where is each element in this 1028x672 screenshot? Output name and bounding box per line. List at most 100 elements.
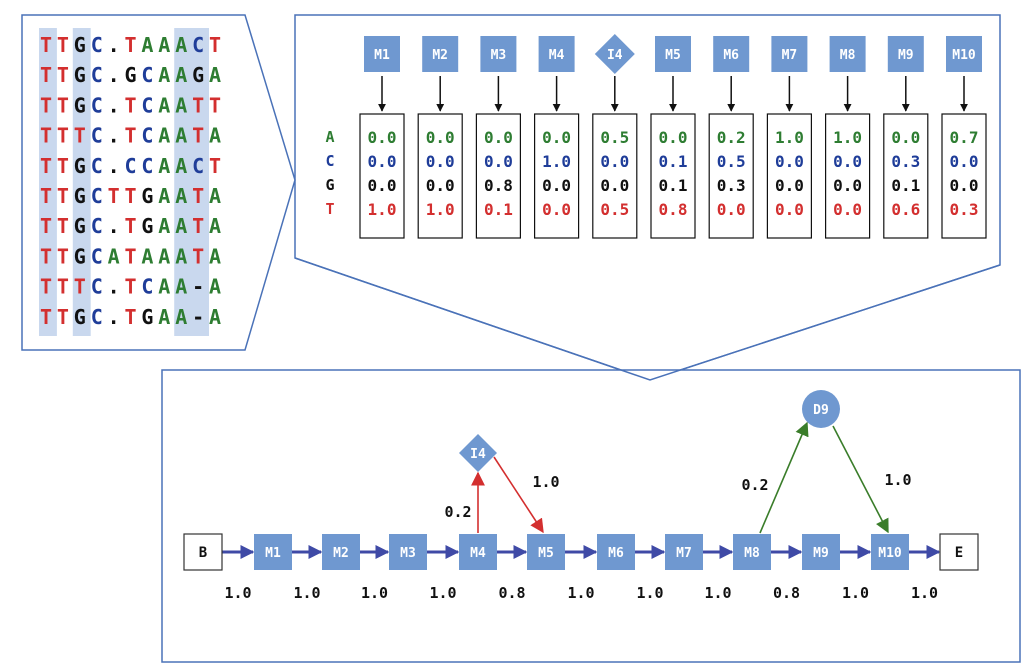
match-state-symbol xyxy=(422,36,459,72)
emission-prob-value: 0.8 xyxy=(659,200,688,219)
match-state-node xyxy=(733,534,771,570)
state-label: M2 xyxy=(432,48,448,63)
state-label: M8 xyxy=(840,48,856,63)
emission-prob-value: 1.0 xyxy=(426,200,455,219)
delete-state-node xyxy=(802,390,840,428)
emission-prob-value: 0.0 xyxy=(368,128,397,147)
insert-out-arrow xyxy=(493,456,544,534)
emission-row-label: T xyxy=(325,200,334,218)
emission-prob-value: 0.0 xyxy=(891,128,920,147)
state-label: E xyxy=(955,545,963,561)
emission-prob-value: 0.0 xyxy=(426,152,455,171)
emission-prob-value: 0.1 xyxy=(891,176,920,195)
emission-prob-box xyxy=(359,113,405,239)
state-label: M1 xyxy=(265,546,281,561)
emission-prob-value: 0.0 xyxy=(542,128,571,147)
emission-prob-value: 0.5 xyxy=(717,152,746,171)
emission-prob-value: 0.0 xyxy=(484,128,513,147)
forward-transition-prob: 1.0 xyxy=(842,584,869,602)
emission-prob-value: 0.0 xyxy=(542,176,571,195)
emission-prob-value: 1.0 xyxy=(542,152,571,171)
state-label: M8 xyxy=(744,546,760,561)
emission-prob-value: 0.3 xyxy=(950,200,979,219)
state-label: I4 xyxy=(470,447,486,462)
emission-row-label: C xyxy=(325,152,334,170)
state-label: M9 xyxy=(813,546,829,561)
state-label: I4 xyxy=(607,48,623,63)
match-state-symbol xyxy=(538,36,575,72)
forward-transition-prob: 1.0 xyxy=(429,584,456,602)
insert-out-prob: 1.0 xyxy=(532,473,559,491)
emission-prob-value: 0.1 xyxy=(659,176,688,195)
emission-prob-value: 0.0 xyxy=(600,176,629,195)
forward-transition-prob: 1.0 xyxy=(293,584,320,602)
forward-transition-prob: 1.0 xyxy=(361,584,388,602)
match-state-node xyxy=(527,534,565,570)
alignment-highlight-column xyxy=(191,28,209,336)
match-state-symbol xyxy=(655,36,691,72)
match-state-node xyxy=(597,534,635,570)
state-label: M7 xyxy=(782,48,798,63)
emission-prob-value: 0.0 xyxy=(368,152,397,171)
match-state-symbol xyxy=(887,36,924,72)
emission-prob-box xyxy=(592,113,638,239)
forward-transition-prob: 0.8 xyxy=(498,584,525,602)
state-label: M4 xyxy=(549,48,565,63)
emission-prob-value: 0.7 xyxy=(950,128,979,147)
match-state-symbol xyxy=(946,36,982,72)
end-state xyxy=(939,533,979,571)
match-state-node xyxy=(459,534,497,570)
emission-prob-value: 0.0 xyxy=(426,176,455,195)
emission-prob-value: 0.5 xyxy=(600,128,629,147)
state-label: M7 xyxy=(676,546,692,561)
emission-prob-value: 0.0 xyxy=(775,200,804,219)
emission-prob-value: 0.5 xyxy=(600,200,629,219)
emission-prob-box xyxy=(475,113,521,239)
emission-prob-box xyxy=(883,113,929,239)
emission-prob-value: 0.0 xyxy=(717,200,746,219)
match-state-symbol xyxy=(480,36,517,72)
forward-transition-prob: 1.0 xyxy=(224,584,251,602)
emission-prob-value: 0.0 xyxy=(833,152,862,171)
emission-prob-value: 0.1 xyxy=(659,152,688,171)
emission-prob-value: 0.0 xyxy=(950,152,979,171)
emission-prob-value: 0.0 xyxy=(775,176,804,195)
emission-prob-value: 0.3 xyxy=(717,176,746,195)
begin-state xyxy=(183,533,223,571)
alignment-highlight-column xyxy=(174,28,193,336)
forward-transition-prob: 1.0 xyxy=(704,584,731,602)
emission-prob-value: 0.1 xyxy=(484,200,513,219)
emission-prob-value: 0.0 xyxy=(833,176,862,195)
alignment-highlight-column xyxy=(72,28,91,336)
emission-prob-value: 1.0 xyxy=(833,128,862,147)
emission-prob-value: 0.0 xyxy=(950,176,979,195)
match-state-node xyxy=(254,534,292,570)
emission-prob-box xyxy=(650,113,696,239)
emission-prob-box xyxy=(766,113,813,239)
insert-state-node xyxy=(459,434,497,472)
match-state-node xyxy=(665,534,703,570)
emission-prob-box xyxy=(824,113,871,239)
forward-transition-prob: 0.8 xyxy=(773,584,800,602)
emission-prob-value: 0.0 xyxy=(484,152,513,171)
emission-prob-value: 0.3 xyxy=(891,152,920,171)
emission-prob-value: 0.0 xyxy=(659,128,688,147)
match-state-symbol xyxy=(364,36,400,72)
state-label: M5 xyxy=(665,48,681,63)
match-state-symbol xyxy=(713,36,750,72)
emission-prob-value: 0.2 xyxy=(717,128,746,147)
insert-state-symbol xyxy=(594,34,635,74)
match-state-node xyxy=(871,534,909,570)
emission-prob-box xyxy=(708,113,754,239)
state-label: D9 xyxy=(813,403,829,418)
emission-table: ACGTM10.00.00.01.0M20.00.00.01.0M30.00.0… xyxy=(325,34,987,239)
